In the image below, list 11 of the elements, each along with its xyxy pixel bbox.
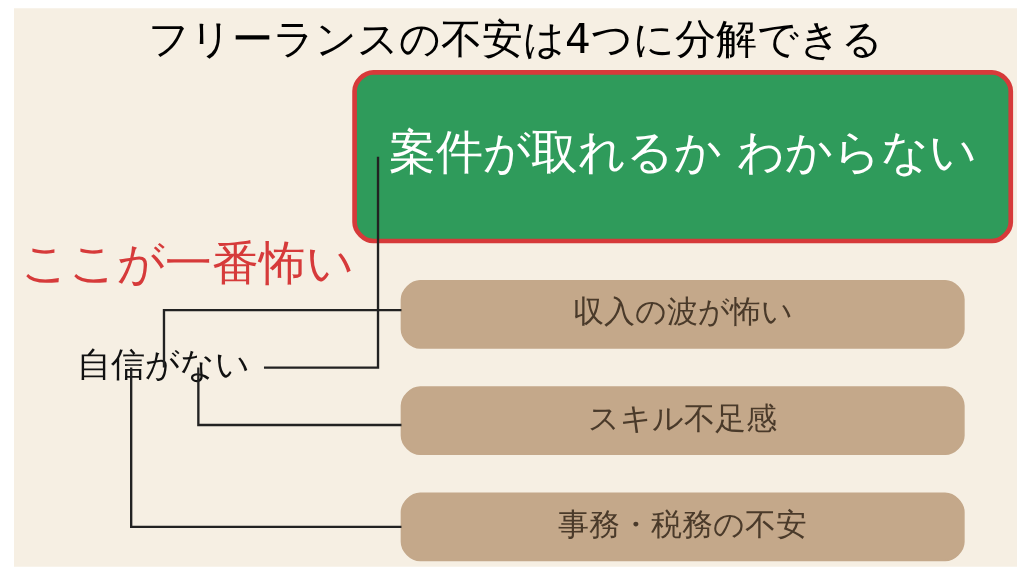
node-box: 収入の波が怖い (400, 280, 965, 349)
node-box: 事務・税務の不安 (400, 492, 965, 562)
connector (196, 367, 401, 427)
node-text: 自信がない (76, 344, 250, 385)
node-label: ここが一番怖い (20, 235, 354, 290)
connector (129, 367, 401, 529)
diagram-title: フリーランスの不安は4つに分解できる (147, 15, 883, 64)
connector (162, 308, 401, 368)
node-box: 案件が取れるか わからない (351, 69, 1013, 244)
connector (263, 156, 379, 369)
node-box: スキル不足感 (400, 386, 965, 456)
